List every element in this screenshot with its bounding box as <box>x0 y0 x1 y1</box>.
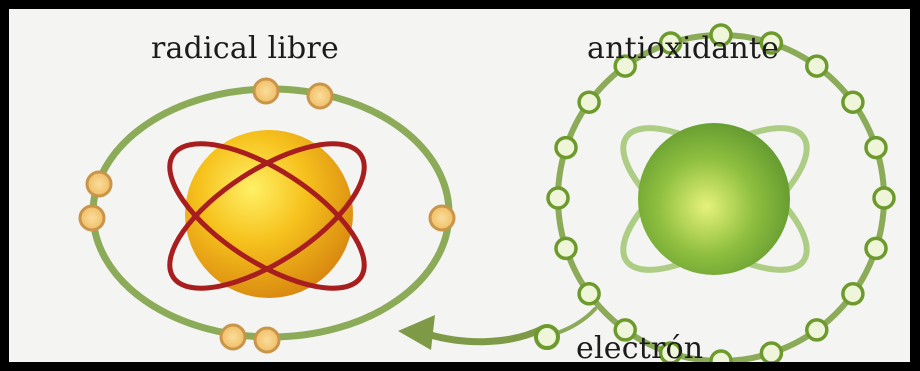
detach-line <box>557 309 595 333</box>
electron-transfer-arrow-shaft <box>427 329 542 342</box>
antioxidant-electron <box>761 343 781 363</box>
antioxidant-electron <box>866 238 886 258</box>
radical-electron <box>221 325 245 349</box>
antioxidant-electron <box>579 284 599 304</box>
antioxidant-electron <box>843 92 863 112</box>
antioxidant-electron <box>874 188 894 208</box>
donated-electron <box>536 326 558 348</box>
free-radical-label: radical libre <box>151 31 339 66</box>
antioxidant-electron <box>711 351 731 371</box>
radical-electron <box>87 172 111 196</box>
radical-electron <box>254 79 278 103</box>
antioxidant-electron <box>807 56 827 76</box>
atoms-diagram <box>9 9 920 371</box>
electron-transfer <box>398 309 595 350</box>
antioxidant-electron <box>556 138 576 158</box>
radical-electron <box>255 328 279 352</box>
antioxidant-electron <box>866 138 886 158</box>
antioxidant-label: antioxidante <box>587 31 779 66</box>
electron-label: electrón <box>576 331 703 366</box>
radical-electron <box>308 84 332 108</box>
antioxidant-electron <box>807 320 827 340</box>
free-radical-atom <box>80 79 454 352</box>
antioxidant-electron <box>843 284 863 304</box>
antioxidant-electron <box>579 92 599 112</box>
electron-transfer-arrowhead <box>398 315 435 350</box>
antioxidant-electron <box>556 238 576 258</box>
antioxidant-atom <box>548 25 894 371</box>
antioxidant-nucleus <box>638 123 790 275</box>
antioxidant-electron <box>548 188 568 208</box>
radical-electron <box>430 206 454 230</box>
radical-electron <box>80 206 104 230</box>
